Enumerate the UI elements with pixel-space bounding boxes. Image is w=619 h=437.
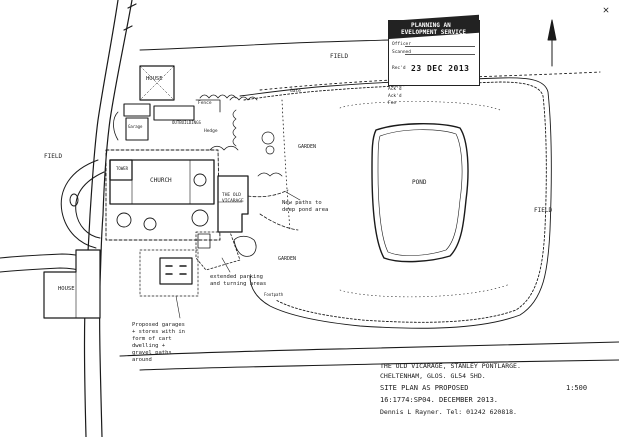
label-tower: TOWER (116, 166, 129, 171)
house-top-building (139, 65, 175, 101)
label-house-bottom: HOUSE (58, 286, 75, 292)
label-pond: POND (412, 179, 427, 186)
stamp-line2: EVELOPMENT SERVICE (401, 29, 467, 36)
house-bottom-building (43, 249, 101, 319)
hedges (199, 94, 258, 147)
stamp-ack-block: Ack'd Ack'd Fee (388, 86, 402, 107)
label-garden-mid: GARDEN (278, 256, 296, 262)
outbuildings (113, 99, 221, 141)
label-garden-top: GARDEN (298, 144, 316, 150)
garden-boundary (239, 77, 552, 329)
label-field-left: FIELD (44, 153, 62, 160)
plan-labels: FIELD FIELD FIELD HOUSE HOUSE CHURCH THE… (44, 53, 552, 297)
parking-area (195, 231, 257, 271)
left-drive (60, 159, 105, 249)
stamp-line1: PLANNING AN (411, 22, 451, 29)
stamp-ack: Ack'd (388, 87, 402, 92)
label-garage: Garage (128, 124, 143, 129)
title-line3: SITE PLAN AS PROPOSED (380, 384, 469, 392)
title-line5: Dennis L Rayner. Tel: 01242 620818. (380, 408, 517, 416)
label-footpath: Footpath (264, 292, 284, 297)
garden-shrubs (209, 131, 283, 177)
stamp-ack2: Ack'd (388, 94, 402, 99)
label-outbuildings: OUTBUILDINGS (172, 120, 201, 125)
churchyard (105, 149, 221, 241)
north-arrow (547, 7, 609, 67)
label-church: CHURCH (150, 177, 172, 184)
title-line1: THE OLD VICARAGE, STANLEY PONTLARGE. (380, 362, 521, 370)
label-fence: Fence (198, 100, 212, 106)
label-hedge: Hedge (204, 128, 218, 134)
stamp-fee: Fee (388, 101, 397, 106)
planning-stamp: PLANNING AN EVELOPMENT SERVICE Officer S… (388, 14, 480, 86)
proposed-garages (139, 249, 199, 297)
leader-lines (175, 191, 301, 319)
stamp-date: 23 DEC 2013 (411, 64, 470, 73)
title-line2: CHELTENHAM, GLOS. GL54 5HD. (380, 372, 486, 380)
title-scale: 1:500 (566, 384, 588, 392)
label-field-top: FIELD (330, 53, 348, 60)
stamp-recd: Rec'd (392, 66, 406, 71)
label-gate: Gate (290, 88, 301, 94)
stamp-officer: Officer (392, 42, 411, 47)
lower-road (0, 253, 619, 371)
pond (371, 123, 469, 263)
title-line4: 16:1774:SP04. DECEMBER 2013. (380, 396, 499, 404)
road (83, 0, 137, 437)
pond-surround (339, 101, 511, 298)
new-paths (247, 99, 299, 231)
label-house-top: HOUSE (146, 76, 163, 82)
church-building (109, 159, 215, 205)
stamp-scanned: Scanned (392, 50, 411, 55)
label-field-right: FIELD (534, 207, 552, 214)
